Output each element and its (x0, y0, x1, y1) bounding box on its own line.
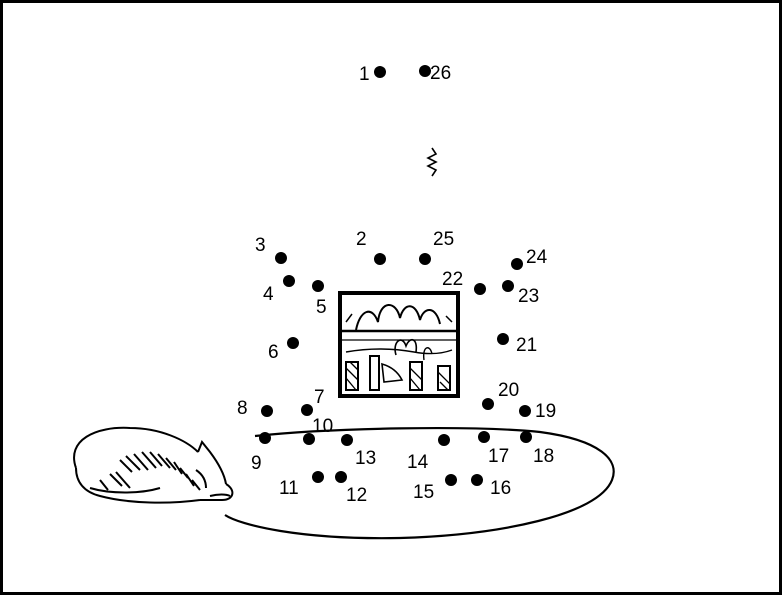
dot-7[interactable] (301, 404, 313, 416)
dot-9[interactable] (259, 432, 271, 444)
dot-12[interactable] (335, 471, 347, 483)
dot-22[interactable] (474, 283, 486, 295)
dot-label-22: 22 (442, 269, 463, 290)
dot-label-21: 21 (516, 335, 537, 356)
dot-3[interactable] (275, 252, 287, 264)
dot-label-5: 5 (316, 297, 327, 318)
dot-17[interactable] (478, 431, 490, 443)
dot-label-17: 17 (488, 446, 509, 467)
dot-label-12: 12 (346, 485, 367, 506)
dot-18[interactable] (520, 431, 532, 443)
dot-label-11: 11 (279, 478, 299, 499)
dot-14[interactable] (438, 434, 450, 446)
dot-label-9: 9 (251, 453, 262, 474)
dot-25[interactable] (419, 253, 431, 265)
dot-16[interactable] (471, 474, 483, 486)
dot-24[interactable] (511, 258, 523, 270)
dot-2[interactable] (374, 253, 386, 265)
dot-15[interactable] (445, 474, 457, 486)
dot-label-14: 14 (407, 452, 429, 473)
dot-19[interactable] (519, 405, 531, 417)
dot-label-6: 6 (268, 342, 279, 363)
dot-13[interactable] (341, 434, 353, 446)
dot-label-23: 23 (518, 286, 539, 307)
dot-11[interactable] (312, 471, 324, 483)
dot-label-19: 19 (535, 401, 556, 422)
dot-5[interactable] (312, 280, 324, 292)
rug-outline (224, 426, 615, 540)
dot-label-3: 3 (255, 235, 266, 256)
dot-label-10: 10 (312, 416, 333, 437)
dot-label-13: 13 (355, 448, 376, 469)
dot-20[interactable] (482, 398, 494, 410)
dot-label-18: 18 (533, 446, 554, 467)
dot-8[interactable] (261, 405, 273, 417)
dot-4[interactable] (283, 275, 295, 287)
dot-label-25: 25 (433, 229, 454, 250)
dot-26[interactable] (419, 65, 431, 77)
sleeping-cat-drawing (73, 426, 234, 504)
dot-label-1: 1 (359, 64, 370, 85)
dot-label-16: 16 (490, 478, 511, 499)
dot-label-8: 8 (237, 398, 248, 419)
dot-23[interactable] (502, 280, 514, 292)
dot-10[interactable] (303, 433, 315, 445)
smoke-squiggle (426, 147, 438, 177)
dot-label-15: 15 (413, 482, 434, 503)
dot-6[interactable] (287, 337, 299, 349)
dot-label-26: 26 (430, 63, 451, 84)
dot-label-7: 7 (314, 387, 325, 408)
dot-label-4: 4 (263, 284, 274, 305)
dot-label-20: 20 (498, 380, 519, 401)
dot-1[interactable] (374, 66, 386, 78)
dot-label-2: 2 (356, 229, 367, 250)
dot-label-24: 24 (526, 247, 548, 268)
dot-21[interactable] (497, 333, 509, 345)
fireplace-picture (338, 291, 460, 398)
